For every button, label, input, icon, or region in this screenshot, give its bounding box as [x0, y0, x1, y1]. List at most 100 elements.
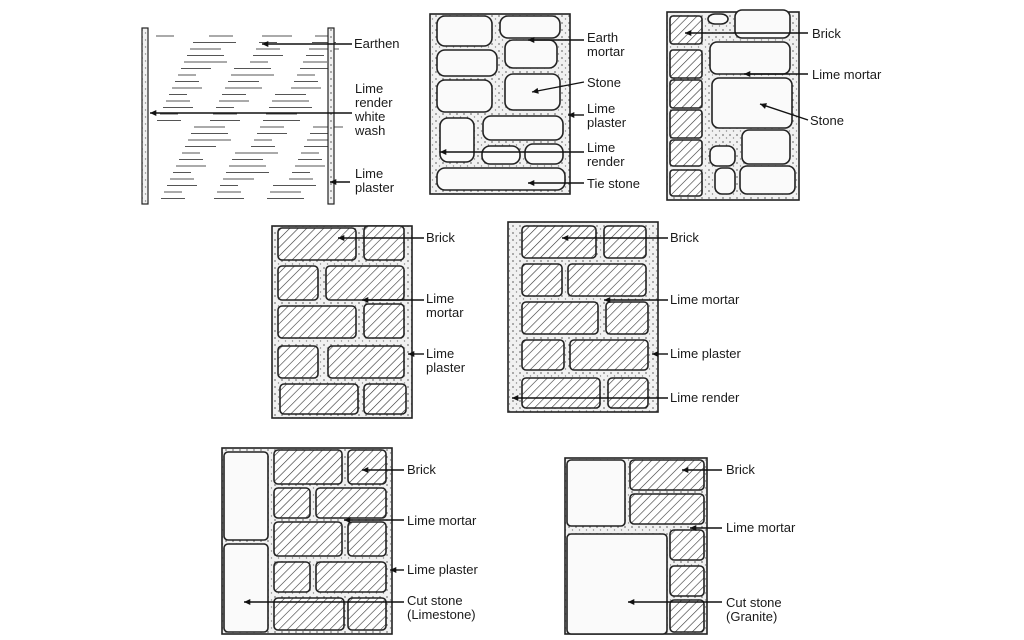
brick: [669, 169, 703, 197]
brick: [273, 449, 343, 485]
brick: [273, 487, 311, 519]
panel6-label-cut-stone-limestone: Cut stone (Limestone): [407, 593, 476, 622]
brick: [607, 377, 649, 409]
brick: [363, 383, 407, 415]
panel4-label-lime-plaster: Lime plaster: [426, 346, 466, 375]
brick: [325, 265, 405, 301]
brick: [315, 487, 387, 519]
arrow-brick-3: [685, 29, 808, 37]
brick: [669, 109, 703, 139]
stone-block: [524, 143, 564, 165]
brick: [521, 225, 597, 259]
brick: [669, 529, 705, 561]
brick: [605, 301, 649, 335]
arrow-lime-mortar-3: [744, 70, 808, 78]
brick: [347, 521, 387, 557]
arrow-earth-mortar: [528, 36, 584, 44]
arrow-lime-plaster-1: [330, 178, 350, 186]
arrow-lime-mortar-4: [362, 296, 424, 304]
arrow-lime-mortar-5: [604, 296, 668, 304]
brick-limestone-wall-section: [221, 447, 393, 635]
brick: [273, 597, 345, 631]
panel3-label-lime-mortar: Lime mortar: [812, 67, 882, 82]
panel3-label-brick: Brick: [812, 26, 841, 41]
granite-block-lower: [566, 533, 668, 635]
stone-wall-section: [429, 13, 571, 195]
granite-block-upper: [566, 459, 626, 527]
arrow-lime-mortar-7: [690, 524, 722, 532]
arrow-brick-6: [362, 466, 404, 474]
brick: [521, 301, 599, 335]
brick: [277, 345, 319, 379]
brick: [273, 521, 343, 557]
panel2-label-earth-mortar: Earth mortar: [587, 30, 625, 59]
arrow-cut-stone-limestone: [244, 598, 404, 606]
panel2-label-lime-plaster: Lime plaster: [587, 101, 627, 130]
stone-block: [741, 129, 791, 165]
stone-block: [707, 13, 729, 25]
brick-render-wall-section: [507, 221, 659, 413]
arrow-lime-plaster-6: [390, 566, 404, 574]
stone-block: [482, 115, 564, 141]
stone-block: [436, 49, 498, 77]
arrow-earthen: [262, 40, 352, 48]
brick: [603, 225, 647, 259]
stone-block: [709, 145, 736, 167]
arrow-lime-render-2: [440, 148, 584, 156]
arrow-brick-5: [562, 234, 668, 242]
panel1-label-earthen: Earthen: [354, 36, 400, 51]
panel2-label-stone: Stone: [587, 75, 621, 90]
arrow-lime-plaster-5: [652, 350, 668, 358]
brick: [669, 79, 703, 109]
brick: [277, 265, 319, 301]
brick: [521, 263, 563, 297]
brick: [669, 15, 703, 45]
earthen-wall-section: [141, 27, 343, 205]
panel7-label-lime-mortar: Lime mortar: [726, 520, 796, 535]
stone-block: [481, 145, 521, 165]
panel4-label-brick: Brick: [426, 230, 455, 245]
brick: [347, 597, 387, 631]
stone-block: [734, 9, 791, 39]
brick: [521, 377, 601, 409]
panel2-label-tie-stone: Tie stone: [587, 176, 640, 191]
earthen-wall-right-edge: [327, 27, 335, 205]
stone-block: [436, 79, 493, 113]
brick: [279, 383, 359, 415]
stone-block: [711, 77, 793, 129]
brick: [521, 339, 565, 371]
limestone-block-lower: [223, 543, 269, 633]
brick: [629, 459, 705, 491]
arrow-lime-mortar-6: [344, 516, 404, 524]
stone-block: [714, 167, 736, 195]
brick: [669, 565, 705, 597]
arrow-lime-plaster-4: [408, 350, 424, 358]
stone-block: [439, 117, 475, 163]
panel6-label-lime-plaster: Lime plaster: [407, 562, 478, 577]
brick-granite-wall-section: [564, 457, 708, 635]
brick: [669, 599, 705, 633]
stone-block: [739, 165, 796, 195]
brick: [277, 305, 357, 339]
panel5-label-lime-render: Lime render: [670, 390, 740, 405]
arrow-stone-2: [531, 81, 585, 94]
limestone-block-upper: [223, 451, 269, 541]
brick-plaster-wall-section: [271, 225, 413, 419]
arrow-cut-stone-granite: [628, 598, 722, 606]
stone-block: [436, 167, 566, 191]
panel5-label-brick: Brick: [670, 230, 699, 245]
panel5-label-lime-mortar: Lime mortar: [670, 292, 740, 307]
brick-stone-wall-section: [666, 9, 800, 201]
panel2-label-lime-render: Lime render: [587, 140, 625, 169]
brick: [327, 345, 405, 379]
arrow-lime-plaster-2: [568, 111, 584, 119]
brick: [629, 493, 705, 525]
arrow-stone-3: [759, 103, 809, 121]
panel1-label-lime-plaster: Lime plaster: [355, 166, 395, 195]
brick: [273, 561, 311, 593]
panel1-label-lime-render-white-wash: Lime render white wash: [355, 81, 393, 138]
brick: [315, 561, 387, 593]
brick: [347, 449, 387, 485]
